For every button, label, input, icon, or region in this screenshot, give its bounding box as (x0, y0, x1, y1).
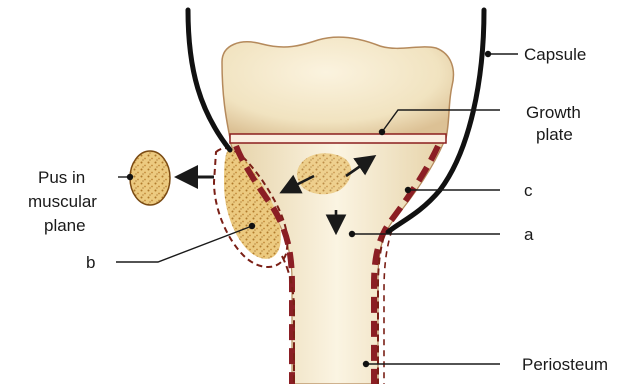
label-growth-plate-2: plate (536, 125, 573, 144)
label-periosteum: Periosteum (522, 355, 608, 374)
label-b: b (86, 253, 95, 272)
periosteum-right (378, 236, 384, 384)
label-c: c (524, 181, 533, 200)
epiphysis (222, 37, 453, 138)
periosteum-outer-right (384, 230, 392, 384)
label-capsule: Capsule (524, 45, 586, 64)
label-pus-2: muscular (28, 192, 97, 211)
label-growth-plate-1: Growth (526, 103, 581, 122)
label-pus-3: plane (44, 216, 86, 235)
label-a: a (524, 225, 534, 244)
label-pus-1: Pus in (38, 168, 85, 187)
growth-plate (230, 134, 446, 143)
pus-muscular-ellipse (130, 151, 170, 205)
